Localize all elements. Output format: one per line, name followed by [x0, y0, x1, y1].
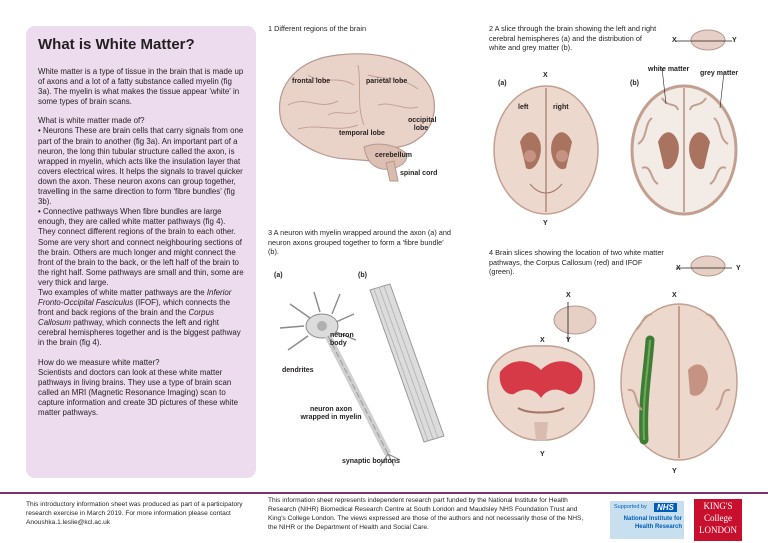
- mini-brain-coronal-icon: [553, 302, 597, 342]
- examples-text-a: Two examples of white matter pathways ar…: [38, 287, 207, 297]
- question-measure: How do we measure white matter?: [38, 357, 160, 367]
- question-made-of: What is white matter made of?: [38, 116, 145, 126]
- fig4-y-axial: Y: [672, 468, 677, 475]
- fig3-b-label: (b): [358, 272, 367, 279]
- label-cerebellum: cerebellum: [375, 152, 412, 159]
- examples-paragraph: Two examples of white matter pathways ar…: [38, 288, 244, 349]
- brain-coronal-corpus-callosum: [486, 345, 596, 441]
- label-spinal-cord: spinal cord: [400, 170, 438, 177]
- fig2-left-label: left: [518, 104, 529, 111]
- fig2-caption: 2 A slice through the brain showing the …: [489, 24, 657, 52]
- mini-brain-icon-fig2: [676, 29, 732, 51]
- pathways-paragraph: • Connective pathways When fibre bundles…: [38, 207, 244, 287]
- fig3-caption: 3 A neuron with myelin wrapped around th…: [268, 228, 451, 256]
- fig2-white-matter-label: white matter: [648, 66, 690, 73]
- footer-rule: [0, 492, 768, 494]
- nihr-logo: Supported by NHS National Institute for …: [610, 501, 684, 539]
- label-parietal-lobe: parietal lobe: [366, 78, 408, 85]
- fig2-y-bottom: Y: [543, 220, 548, 227]
- nihr-supported-text: Supported by: [614, 504, 647, 510]
- fig4-y-small: Y: [566, 337, 571, 344]
- panel-title: What is White Matter?: [38, 36, 195, 53]
- label-temporal-lobe: temporal lobe: [339, 130, 385, 137]
- fig4-x-small: X: [566, 292, 571, 299]
- fig4-caption: 4 Brain slices showing the location of t…: [489, 248, 664, 276]
- fig4-x-coronal: X: [540, 337, 545, 344]
- ifof-term: Inferior Fronto-Occipital Fasciculus: [38, 287, 232, 308]
- fig4-y-coronal: Y: [540, 451, 545, 458]
- examples-text-c: pathway, which connects the left and rig…: [38, 318, 241, 348]
- nhs-badge: NHS: [654, 503, 677, 512]
- label-dendrites: dendrites: [282, 367, 314, 374]
- fig2-y-label: Y: [732, 37, 737, 44]
- nihr-name-text: National Institute for Health Research: [623, 516, 682, 530]
- footer-participatory-note: This introductory information sheet was …: [26, 501, 243, 526]
- info-panel: What is White Matter? White matter is a …: [26, 26, 256, 478]
- mini-brain-icon-fig4: [676, 255, 732, 277]
- neurons-paragraph: • Neurons These are brain cells that car…: [38, 126, 244, 207]
- kings-line-2: College: [704, 513, 732, 523]
- brain-side-illustration: [278, 53, 435, 182]
- fig3-a-label: (a): [274, 272, 283, 279]
- label-synaptic-boutons: synaptic boutons: [342, 458, 400, 465]
- fig2-b-label: (b): [630, 80, 639, 87]
- corpus-callosum-term: Corpus Callosum: [38, 308, 214, 328]
- footer-funding-statement: This information sheet represents indepe…: [268, 497, 584, 531]
- label-frontal-lobe: frontal lobe: [292, 78, 331, 85]
- fibre-bundle-illustration: [369, 283, 445, 443]
- measure-paragraph: Scientists and doctors can look at these…: [38, 367, 239, 417]
- fig2-a-label: (a): [498, 80, 507, 87]
- intro-paragraph: White matter is a type of tissue in the …: [38, 67, 244, 107]
- examples-text-b: (IFOF), which connects the front and bac…: [38, 298, 231, 318]
- fig4-x-axial: X: [672, 292, 677, 299]
- fig2-grey-matter-label: grey matter: [700, 70, 739, 77]
- kings-college-logo: KING'S College LONDON: [694, 499, 742, 541]
- fig4-y-top-label: Y: [736, 265, 741, 272]
- fig2-x-label: X: [672, 37, 677, 44]
- fig2-x-top: X: [543, 72, 548, 79]
- fig1-caption: 1 Different regions of the brain: [268, 24, 367, 33]
- label-occipital-lobe: occipital lobe: [408, 117, 437, 132]
- fig2-right-label: right: [553, 104, 569, 111]
- brain-slice-hemispheres: [493, 85, 599, 215]
- label-axon-myelin: neuron axon wrapped in myelin: [300, 406, 362, 421]
- neuron-illustration: [279, 291, 401, 467]
- kings-line-1: KING'S: [703, 501, 733, 511]
- kings-line-3: LONDON: [699, 525, 737, 535]
- brain-slice-white-grey: [630, 67, 738, 216]
- fig4-x-top-label: X: [676, 265, 681, 272]
- brain-axial-ifof: [620, 303, 738, 461]
- label-neuron-body: neuron body: [330, 332, 354, 347]
